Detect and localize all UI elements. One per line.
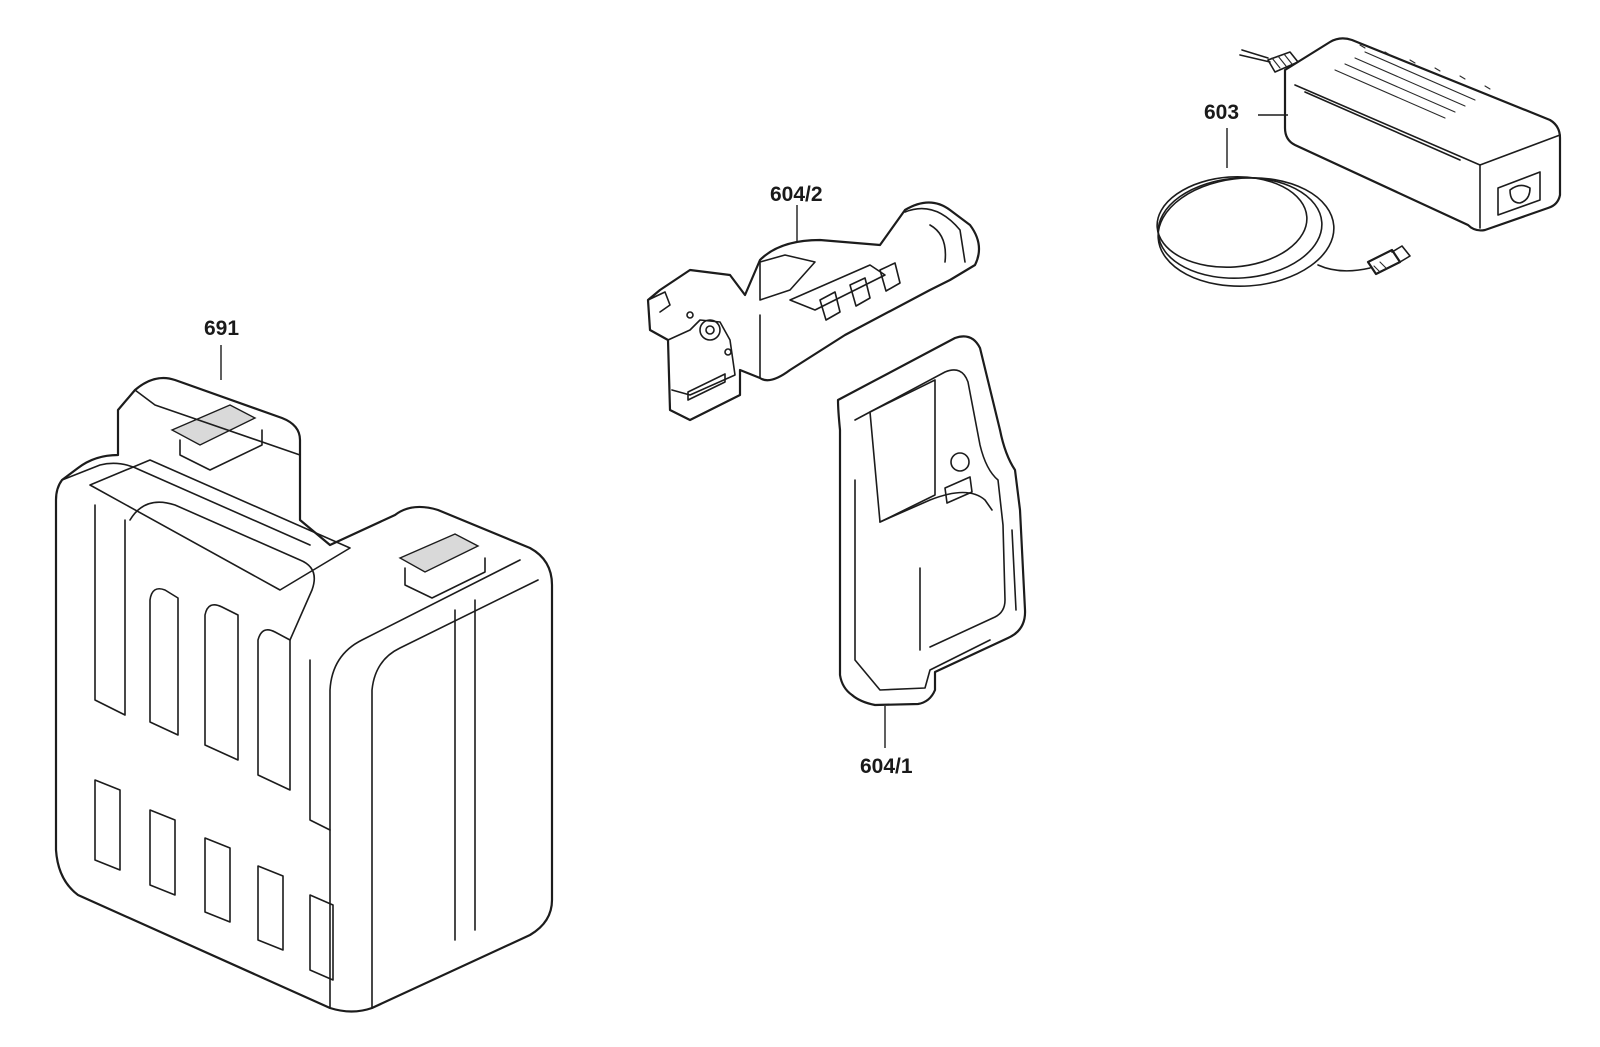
carrying-case-drawing (54, 376, 554, 1013)
charger-drawing (1156, 37, 1562, 288)
charger-part-number: 603 (1204, 101, 1240, 124)
receiver-holder-drawing (836, 335, 1027, 707)
holder-part-number: 604/2 (770, 183, 823, 206)
holder-drawing (646, 201, 981, 422)
receiver-holder-part-number: 604/1 (860, 755, 913, 778)
carrying-case-part-number: 691 (204, 317, 240, 340)
